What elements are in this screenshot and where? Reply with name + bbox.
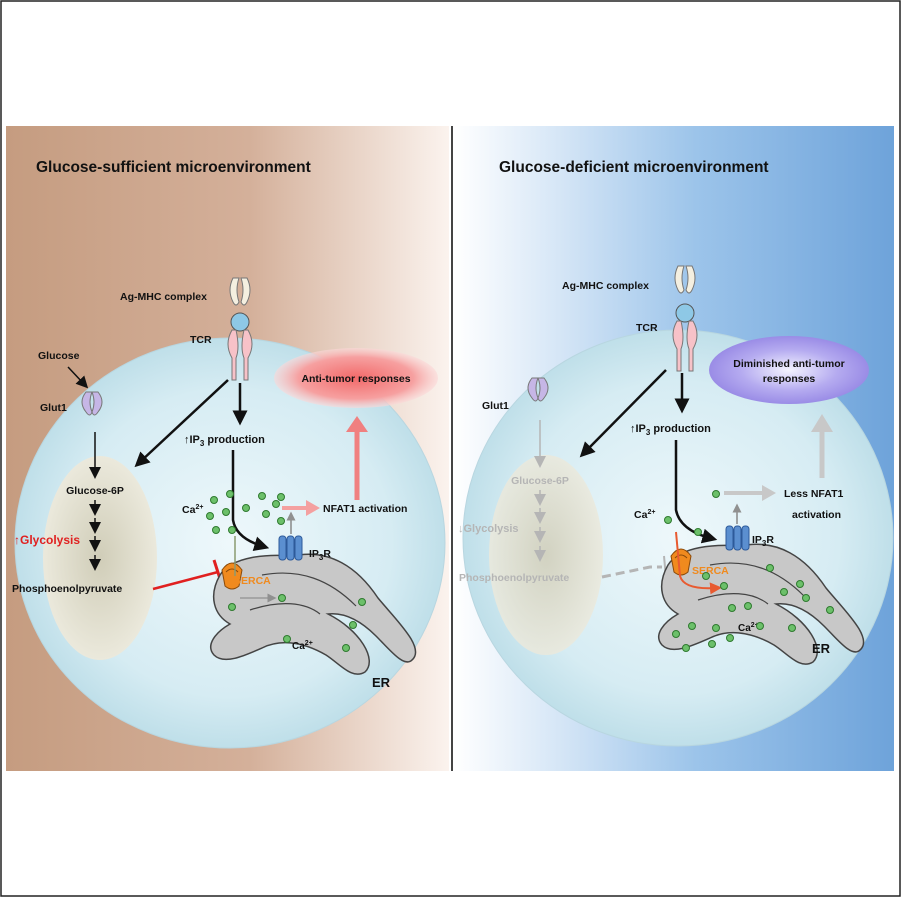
right-serca-pump	[670, 548, 692, 576]
right-tcr-complex	[672, 265, 698, 372]
left-mhc-beta	[240, 277, 251, 306]
right-serca-label: SERCA	[692, 565, 729, 577]
right-glut1-b	[537, 377, 549, 402]
right-tcr-to-g6p-arrow	[579, 369, 667, 458]
left-mhc-alpha	[229, 277, 240, 306]
right-cytosolic-ca-dots	[664, 490, 720, 536]
left-nucleus	[43, 456, 157, 660]
left-tcr-beta	[241, 329, 253, 381]
left-er-cisterna-2	[249, 603, 321, 615]
right-er-ca-label: Ca2+	[738, 622, 759, 634]
right-g6p-label: Glucose-6P	[511, 475, 569, 487]
left-antigen	[230, 312, 250, 332]
left-serca-label: SERCA	[234, 575, 271, 587]
left-panel: Glucose-sufficient microenvironment Anti…	[6, 126, 449, 771]
left-pep-label: Phosphoenolpyruvate	[12, 583, 122, 595]
left-ip3r-label: IP3R	[309, 548, 331, 562]
left-er-label: ER	[372, 675, 391, 690]
right-tcr-label: TCR	[636, 322, 658, 334]
left-cytosolic-ca-dots	[206, 490, 285, 534]
right-ca-label: Ca2+	[634, 509, 655, 521]
left-er-cisterna-1	[261, 572, 357, 607]
right-pep-weak-inhibition-line	[601, 565, 662, 579]
right-anti-tumor-cloud	[709, 336, 869, 404]
right-glycolysis-label: ↓Glycolysis	[458, 523, 519, 535]
right-ip3-label: ↑IP3 production	[630, 423, 711, 437]
left-serca-pump	[221, 562, 243, 590]
left-glucose-label: Glucose	[38, 350, 80, 362]
right-nfat-label-line1: Less NFAT1	[784, 488, 843, 500]
left-er-ca-dots	[228, 594, 366, 652]
left-glut1-a	[81, 391, 93, 416]
left-pep-inhibition-line	[152, 570, 219, 591]
right-pep-label: Phosphoenolpyruvate	[459, 572, 569, 584]
left-g6p-label: Glucose-6P	[66, 485, 124, 497]
right-er-label: ER	[812, 641, 831, 656]
left-nfat-arrowhead	[346, 416, 368, 432]
right-er-ca-dots	[672, 564, 834, 652]
left-ip3r-channel	[278, 535, 303, 561]
left-ag-mhc-label: Ag-MHC complex	[120, 291, 207, 303]
right-ip3r-channel	[725, 525, 750, 551]
right-er-cisterna-1	[709, 562, 805, 597]
right-ip3r-label: IP3R	[752, 534, 774, 548]
right-glut1-label: Glut1	[482, 400, 509, 412]
right-glut1-a	[527, 377, 539, 402]
right-nfat-arrowhead	[811, 414, 833, 432]
left-ca-label: Ca2+	[182, 504, 203, 516]
right-er	[657, 543, 865, 665]
left-anti-tumor-label: Anti-tumor responses	[301, 373, 410, 385]
left-ip3-label: ↑IP3 production	[184, 434, 265, 448]
left-tcr-to-g6p-arrow	[134, 379, 229, 468]
left-er	[209, 553, 417, 675]
left-glut1-b	[91, 391, 103, 416]
right-panel: Glucose-deficient microenvironment Dimin…	[454, 126, 894, 771]
right-anti-tumor-label-line1: Diminished anti-tumor	[733, 358, 844, 370]
left-anti-tumor-cloud	[274, 348, 438, 408]
right-nucleus	[489, 455, 603, 655]
left-title: Glucose-sufficient microenvironment	[36, 159, 311, 176]
left-ca-to-nfat-arrowhead	[306, 500, 320, 516]
right-ca-to-nfat-arrowhead	[762, 485, 776, 501]
right-ip3-to-ip3r-arrow	[674, 440, 718, 544]
left-glycolysis-label: ↑Glycolysis	[14, 533, 80, 547]
right-er-cisterna-2	[697, 593, 769, 605]
left-nfat-label: NFAT1 activation	[323, 503, 407, 515]
left-glucose-arrow	[67, 366, 89, 389]
left-tcr-label: TCR	[190, 334, 212, 346]
left-tcr-alpha	[227, 329, 239, 381]
left-tcr-complex	[227, 277, 253, 381]
right-nfat-label-line2: activation	[792, 509, 841, 521]
right-serca-uptake-arrow	[675, 531, 722, 595]
left-er-ca-label: Ca2+	[292, 640, 313, 652]
left-ip3-to-ip3r-arrow	[231, 450, 270, 551]
right-ag-mhc-label: Ag-MHC complex	[562, 280, 649, 292]
left-glut1-label: Glut1	[40, 402, 67, 414]
right-title: Glucose-deficient microenvironment	[499, 159, 769, 176]
right-anti-tumor-label-line2: responses	[763, 373, 816, 385]
